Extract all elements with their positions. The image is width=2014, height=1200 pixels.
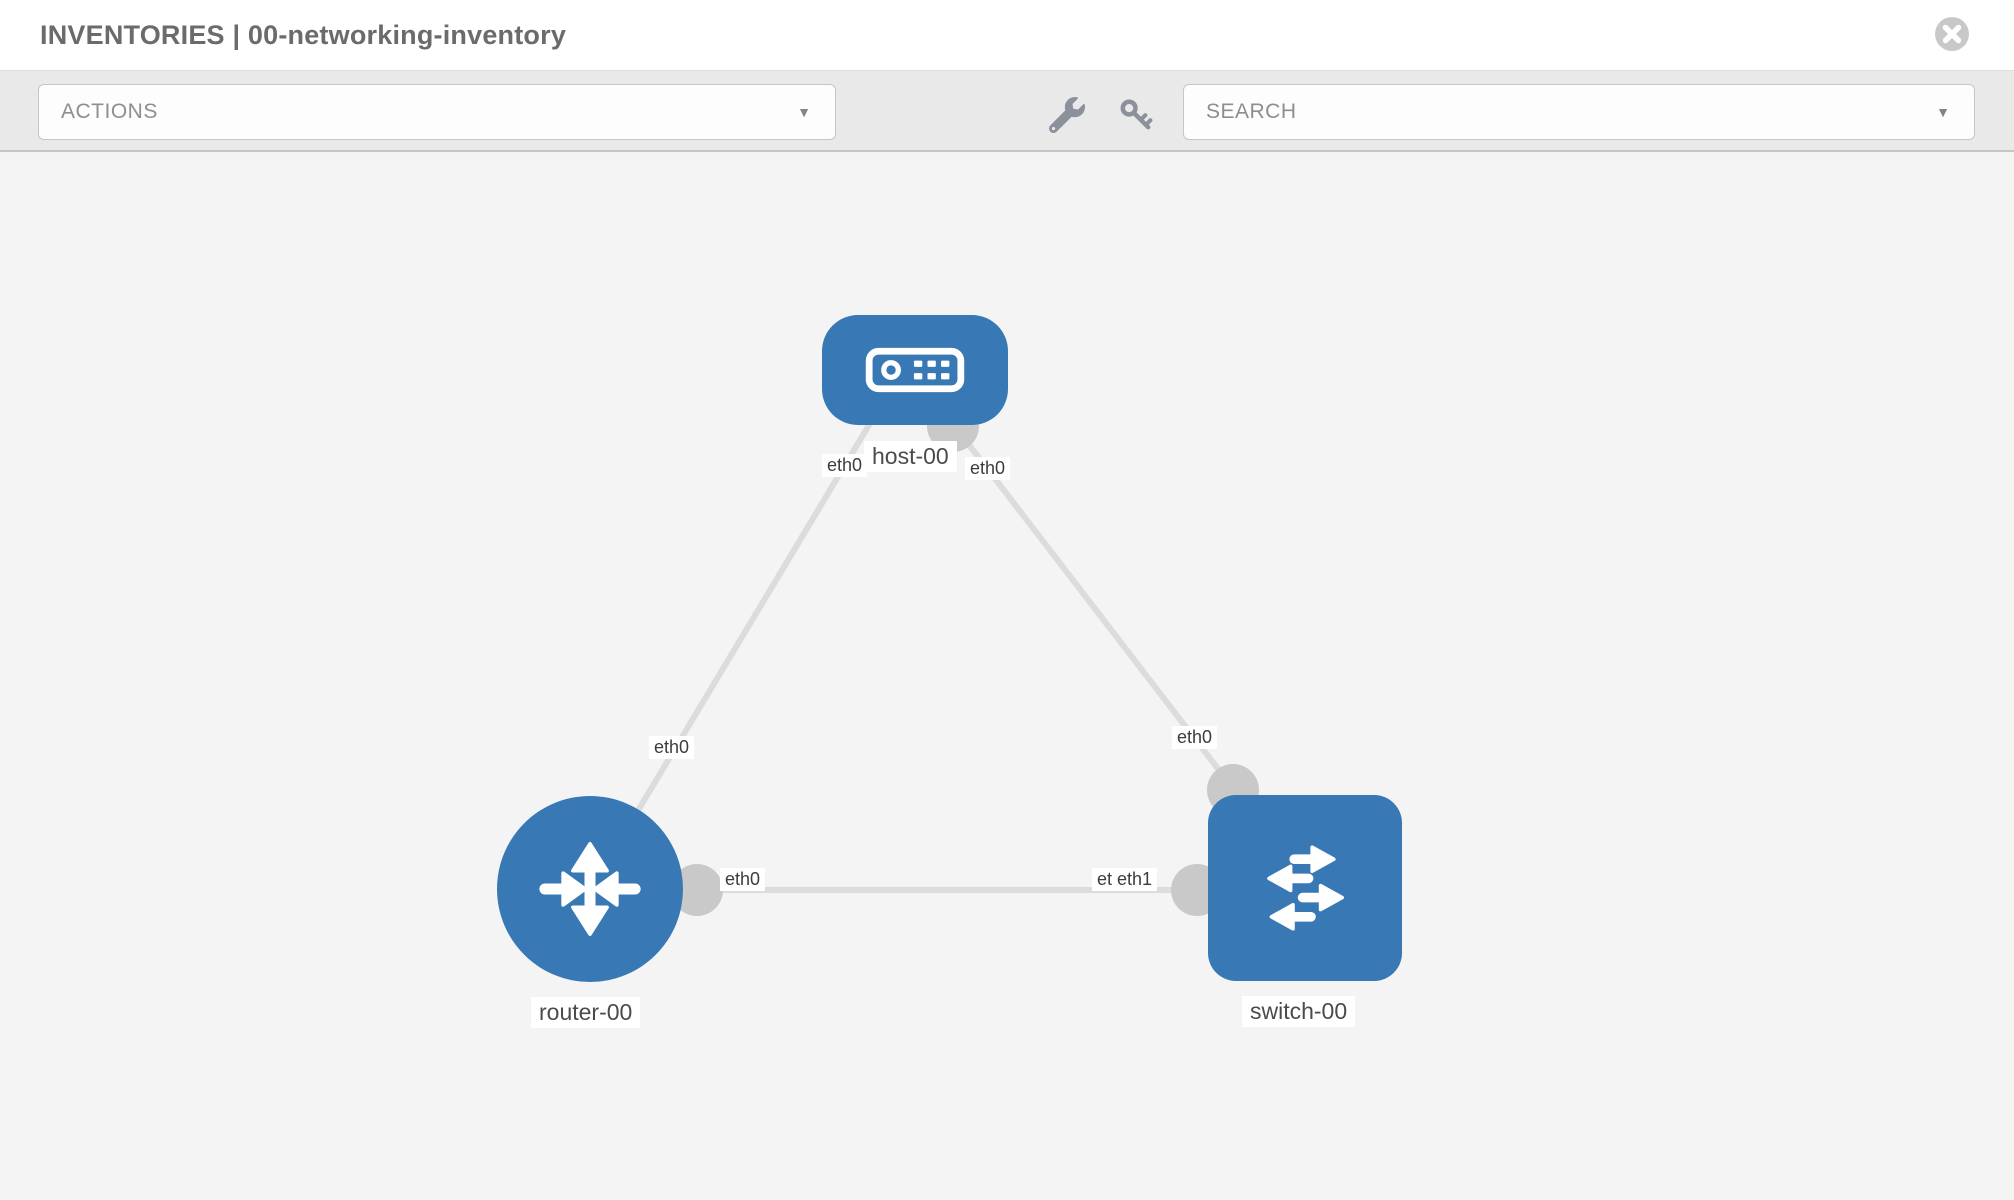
topology-edges-layer <box>588 400 1305 916</box>
chevron-down-icon: ▼ <box>1936 104 1950 120</box>
wrench-icon <box>1048 97 1085 134</box>
interface-label-router-eth0-top: eth0 <box>649 736 695 759</box>
actions-dropdown[interactable]: ACTIONS ▼ <box>38 84 836 140</box>
credentials-button[interactable] <box>1118 97 1154 133</box>
interface-label-router-eth0-right: eth0 <box>720 868 766 891</box>
close-button[interactable] <box>1934 16 1970 52</box>
configure-button[interactable] <box>1048 97 1085 134</box>
node-host-00[interactable] <box>822 315 1008 425</box>
close-icon <box>1935 17 1969 51</box>
host-icon <box>865 347 965 393</box>
actions-dropdown-label: ACTIONS <box>61 100 158 123</box>
interface-label-host-eth0-left: eth0 <box>822 454 868 477</box>
node-switch-00[interactable] <box>1208 795 1402 981</box>
edge-host-switch <box>950 422 1258 819</box>
node-label-router: router-00 <box>531 997 641 1028</box>
topology-canvas[interactable]: host-00 router-00 switch-00 eth0 eth0 et… <box>0 152 2014 1200</box>
node-label-switch: switch-00 <box>1242 996 1356 1027</box>
search-dropdown-label: SEARCH <box>1206 100 1297 123</box>
page-title: INVENTORIES | 00-networking-inventory <box>40 20 567 50</box>
interface-label-switch-eth1: eth1 <box>1112 868 1158 891</box>
interface-label-host-eth0-right: eth0 <box>965 457 1011 480</box>
node-label-host: host-00 <box>864 441 957 472</box>
toolbar: ACTIONS ▼ SEARCH ▼ <box>0 70 2014 152</box>
header: INVENTORIES | 00-networking-inventory <box>0 0 2014 70</box>
router-icon <box>539 842 641 936</box>
search-dropdown[interactable]: SEARCH ▼ <box>1183 84 1975 140</box>
port-router-eth0 <box>671 864 723 916</box>
chevron-down-icon: ▼ <box>797 104 811 120</box>
key-icon <box>1120 99 1153 130</box>
switch-icon <box>1267 845 1344 931</box>
node-router-00[interactable] <box>497 796 683 982</box>
interface-label-switch-eth0-top: eth0 <box>1172 726 1218 749</box>
